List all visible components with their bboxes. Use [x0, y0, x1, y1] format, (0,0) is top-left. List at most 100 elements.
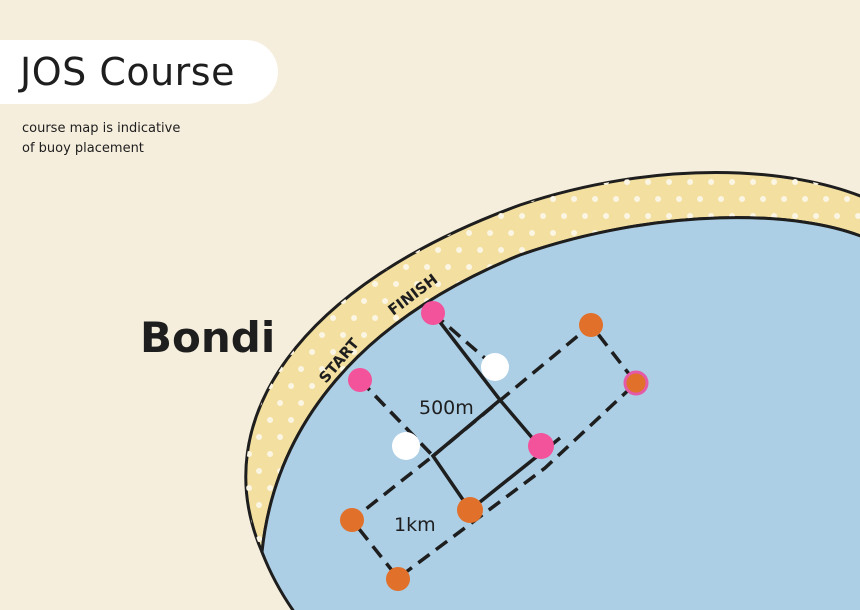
- sand-dot: [246, 213, 253, 219]
- sand-dot: [823, 196, 830, 202]
- sand-dot: [582, 179, 589, 185]
- sand-dot: [855, 179, 860, 185]
- sand-dot: [256, 264, 263, 270]
- sand-dot: [319, 366, 326, 372]
- sand-dot: [214, 502, 220, 508]
- sand-dot: [235, 366, 241, 372]
- sand-dot: [435, 281, 442, 287]
- sand-dot: [319, 230, 326, 236]
- sand-dot: [256, 196, 263, 202]
- sand-dot: [372, 179, 379, 185]
- sand-dot: [792, 213, 799, 219]
- sand-dot: [235, 502, 241, 508]
- sand-dot: [298, 366, 305, 372]
- sand-dot: [235, 400, 241, 406]
- sand-dot: [550, 196, 557, 202]
- orange-buoy-mid: [457, 497, 483, 523]
- sand-dot: [330, 281, 337, 287]
- sand-dot: [267, 451, 274, 457]
- sand-dot: [288, 383, 295, 389]
- sand-dot: [361, 230, 368, 236]
- sand-dot: [225, 247, 231, 253]
- sand-dot: [393, 179, 400, 185]
- sand-dot: [267, 213, 274, 219]
- sand-dot: [372, 213, 379, 219]
- sand-dot: [498, 213, 505, 219]
- sand-dot: [361, 264, 368, 270]
- disclaimer-line-2: of buoy placement: [22, 141, 144, 156]
- sand-dot: [330, 179, 337, 185]
- course-500m-path-2: [430, 398, 562, 513]
- sand-dot: [225, 383, 231, 389]
- sand-dot: [309, 349, 316, 355]
- sand-dot: [802, 196, 809, 202]
- sand-dot: [676, 162, 682, 168]
- sand-dot: [319, 196, 326, 202]
- sand-dot: [214, 298, 220, 304]
- sand-dot: [487, 230, 494, 236]
- sand-dot: [277, 162, 283, 168]
- sand-dot: [298, 162, 304, 168]
- sand-dot: [319, 162, 325, 168]
- sand-dot: [487, 162, 493, 168]
- sand-dot: [550, 230, 557, 236]
- sand-dot: [571, 196, 578, 202]
- sand-dot: [214, 536, 220, 542]
- sand-dot: [214, 434, 220, 440]
- sand-dot: [256, 162, 262, 168]
- sand-dot: [498, 179, 505, 185]
- sand-dot: [372, 247, 379, 253]
- sand-dot: [771, 179, 778, 185]
- sand-dot: [445, 162, 451, 168]
- sand-dot: [256, 298, 263, 304]
- sand-dot: [309, 179, 316, 185]
- sand-dot: [435, 213, 442, 219]
- sand-dot: [235, 298, 241, 304]
- sand-dot: [834, 179, 841, 185]
- sand-dot: [844, 162, 850, 168]
- map-disclaimer: course map is indicative of buoy placeme…: [22, 119, 180, 159]
- sand-dot: [204, 383, 210, 389]
- white-buoy-upper: [481, 353, 509, 381]
- course-1km-path: [350, 323, 638, 580]
- sand-dot: [466, 230, 473, 236]
- sand-dot: [708, 179, 715, 185]
- sand-dot: [277, 230, 284, 236]
- sand-dot: [340, 264, 347, 270]
- sand-dot: [393, 315, 400, 321]
- orange-buoy-left: [340, 508, 364, 532]
- course-1km-label: 1km: [394, 514, 436, 536]
- sand-dot: [288, 179, 295, 185]
- sand-dot: [634, 196, 641, 202]
- sand-dot: [277, 264, 284, 270]
- course-start-link: [358, 378, 435, 458]
- sand-dot: [256, 536, 263, 542]
- sand-dot: [225, 485, 231, 491]
- sand-dot: [361, 332, 368, 338]
- ocean-water: [260, 216, 860, 610]
- sand-dot: [403, 230, 410, 236]
- sand-dot: [319, 332, 326, 338]
- sand-dot: [267, 417, 274, 423]
- sand-dot: [351, 349, 358, 355]
- sand-dot: [414, 213, 421, 219]
- sand-dot: [246, 247, 253, 253]
- sand-dot: [403, 264, 410, 270]
- sand-dot: [256, 366, 263, 372]
- sand-dot: [834, 213, 841, 219]
- sand-dot: [403, 298, 410, 304]
- sand-dot: [288, 213, 295, 219]
- sand-dot: [235, 196, 241, 202]
- sand-dot: [361, 298, 368, 304]
- sand-dot: [676, 196, 683, 202]
- sand-dot: [214, 196, 220, 202]
- sand-dot: [582, 213, 589, 219]
- sand-dot: [214, 366, 220, 372]
- sand-dot: [246, 417, 253, 423]
- sand-dot: [214, 400, 220, 406]
- sand-dot: [225, 281, 231, 287]
- sand-dot: [613, 196, 620, 202]
- sand-dot: [540, 179, 547, 185]
- sand-dot: [466, 196, 473, 202]
- sand-dot: [655, 162, 661, 168]
